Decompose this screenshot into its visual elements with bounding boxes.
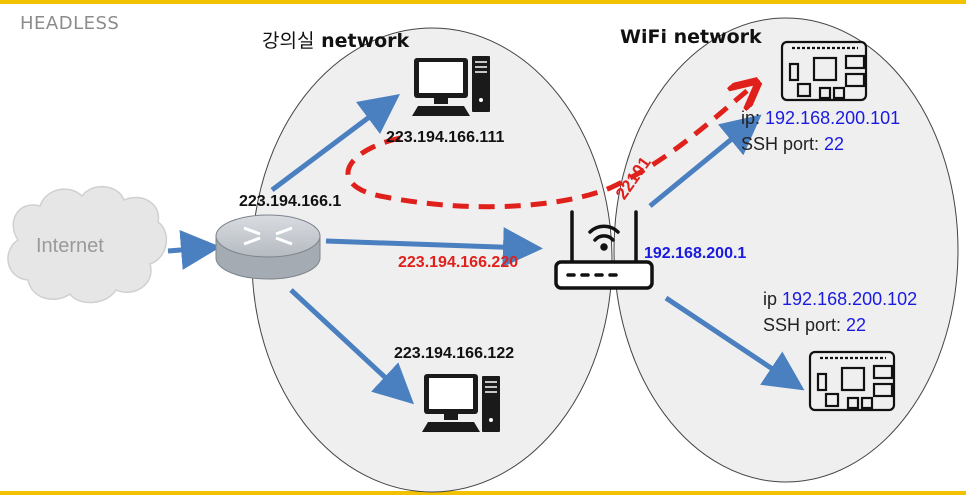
pi2-info: ip 192.168.200.102 SSH port: 22 bbox=[763, 286, 917, 338]
classroom-network-label: 강의실 network bbox=[262, 26, 409, 53]
classroom-network-label-en: network bbox=[321, 30, 410, 52]
ap-to-pi1-arrow bbox=[648, 114, 762, 208]
classroom-network-label-ko: 강의실 bbox=[262, 30, 315, 52]
pi1-ip-label: ip: bbox=[741, 108, 761, 128]
router-ip-label: 223.194.166.1 bbox=[239, 193, 342, 210]
pi2-ssh-label: SSH port: bbox=[763, 315, 842, 335]
ap-to-pi2-arrow bbox=[664, 295, 805, 391]
router-icon bbox=[215, 214, 321, 280]
ap-wan-ip-label: 223.194.166.220 bbox=[398, 254, 519, 271]
top-accent-bar bbox=[0, 0, 966, 4]
pi2-ssh-value: 22 bbox=[846, 315, 867, 335]
wifi-network-label: WiFi network bbox=[620, 26, 762, 48]
pc-top-ip-label: 223.194.166.111 bbox=[386, 129, 505, 146]
internet-cloud bbox=[7, 186, 168, 304]
pi1-ssh-line: SSH port: 22 bbox=[741, 131, 900, 157]
desktop-pc-top-icon bbox=[412, 56, 490, 116]
wifi-router-icon bbox=[554, 210, 654, 290]
pi1-ssh-value: 22 bbox=[824, 134, 845, 154]
pi2-ip-value: 192.168.200.102 bbox=[782, 289, 918, 309]
pi2-ssh-line: SSH port: 22 bbox=[763, 312, 917, 338]
router-to-pc-bottom-arrow bbox=[289, 288, 414, 405]
pi2-ip-label: ip bbox=[763, 289, 778, 309]
desktop-pc-bottom-icon bbox=[422, 374, 500, 432]
pi1-info: ip: 192.168.200.101 SSH port: 22 bbox=[741, 105, 900, 157]
internet-label: Internet bbox=[36, 235, 104, 257]
pi1-ip-value: 192.168.200.101 bbox=[765, 108, 901, 128]
wifi-network-ellipse bbox=[613, 17, 959, 483]
router-to-pc-top-arrow bbox=[270, 94, 400, 192]
bottom-accent-bar bbox=[0, 491, 966, 495]
raspberry-pi-bottom-icon bbox=[808, 350, 896, 412]
pi2-ip-line: ip 192.168.200.102 bbox=[763, 286, 917, 312]
internet-to-router-arrow bbox=[167, 230, 221, 270]
headless-title: HEADLESS bbox=[20, 13, 120, 34]
router-to-ap-arrow bbox=[325, 227, 543, 268]
pi1-ssh-label: SSH port: bbox=[741, 134, 820, 154]
pi1-ip-line: ip: 192.168.200.101 bbox=[741, 105, 900, 131]
raspberry-pi-top-icon bbox=[780, 40, 868, 102]
ap-lan-ip-label: 192.168.200.1 bbox=[644, 245, 747, 262]
pc-bottom-ip-label: 223.194.166.122 bbox=[394, 345, 515, 362]
port-forward-path bbox=[345, 90, 748, 210]
